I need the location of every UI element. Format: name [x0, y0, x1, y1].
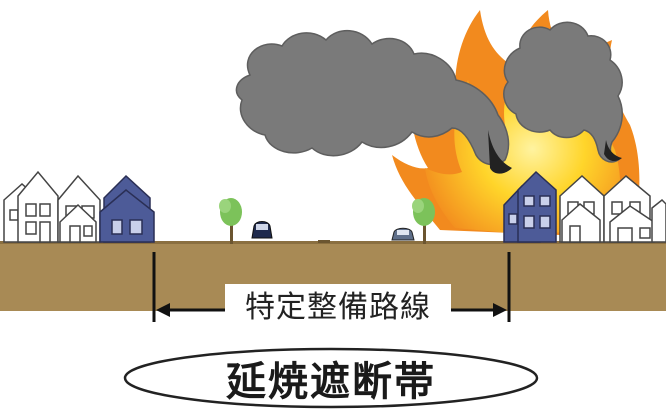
- smoke-icon: [235, 21, 624, 174]
- house-icon: [99, 174, 155, 243]
- road-marker: [318, 240, 330, 243]
- route-label: 特定整備路線: [225, 284, 451, 325]
- house-icon: [3, 170, 101, 243]
- house-icon: [503, 170, 557, 243]
- ground-edge: [0, 241, 666, 244]
- house-icon: [559, 174, 666, 243]
- zone-label: 延焼遮断帯: [226, 359, 436, 405]
- car-icon: [251, 221, 415, 241]
- tree-icon: [219, 198, 435, 244]
- zone-ellipse: [123, 347, 539, 409]
